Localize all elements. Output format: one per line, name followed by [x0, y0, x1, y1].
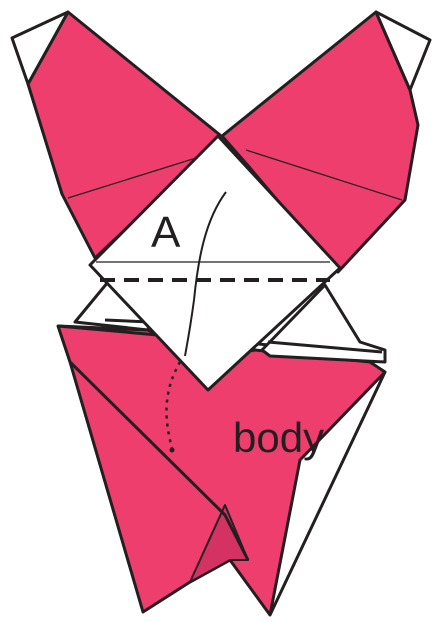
- dotted-arrow-end-dot: [170, 448, 175, 453]
- flap-label-a: A: [151, 208, 181, 257]
- body-label: body: [233, 414, 324, 461]
